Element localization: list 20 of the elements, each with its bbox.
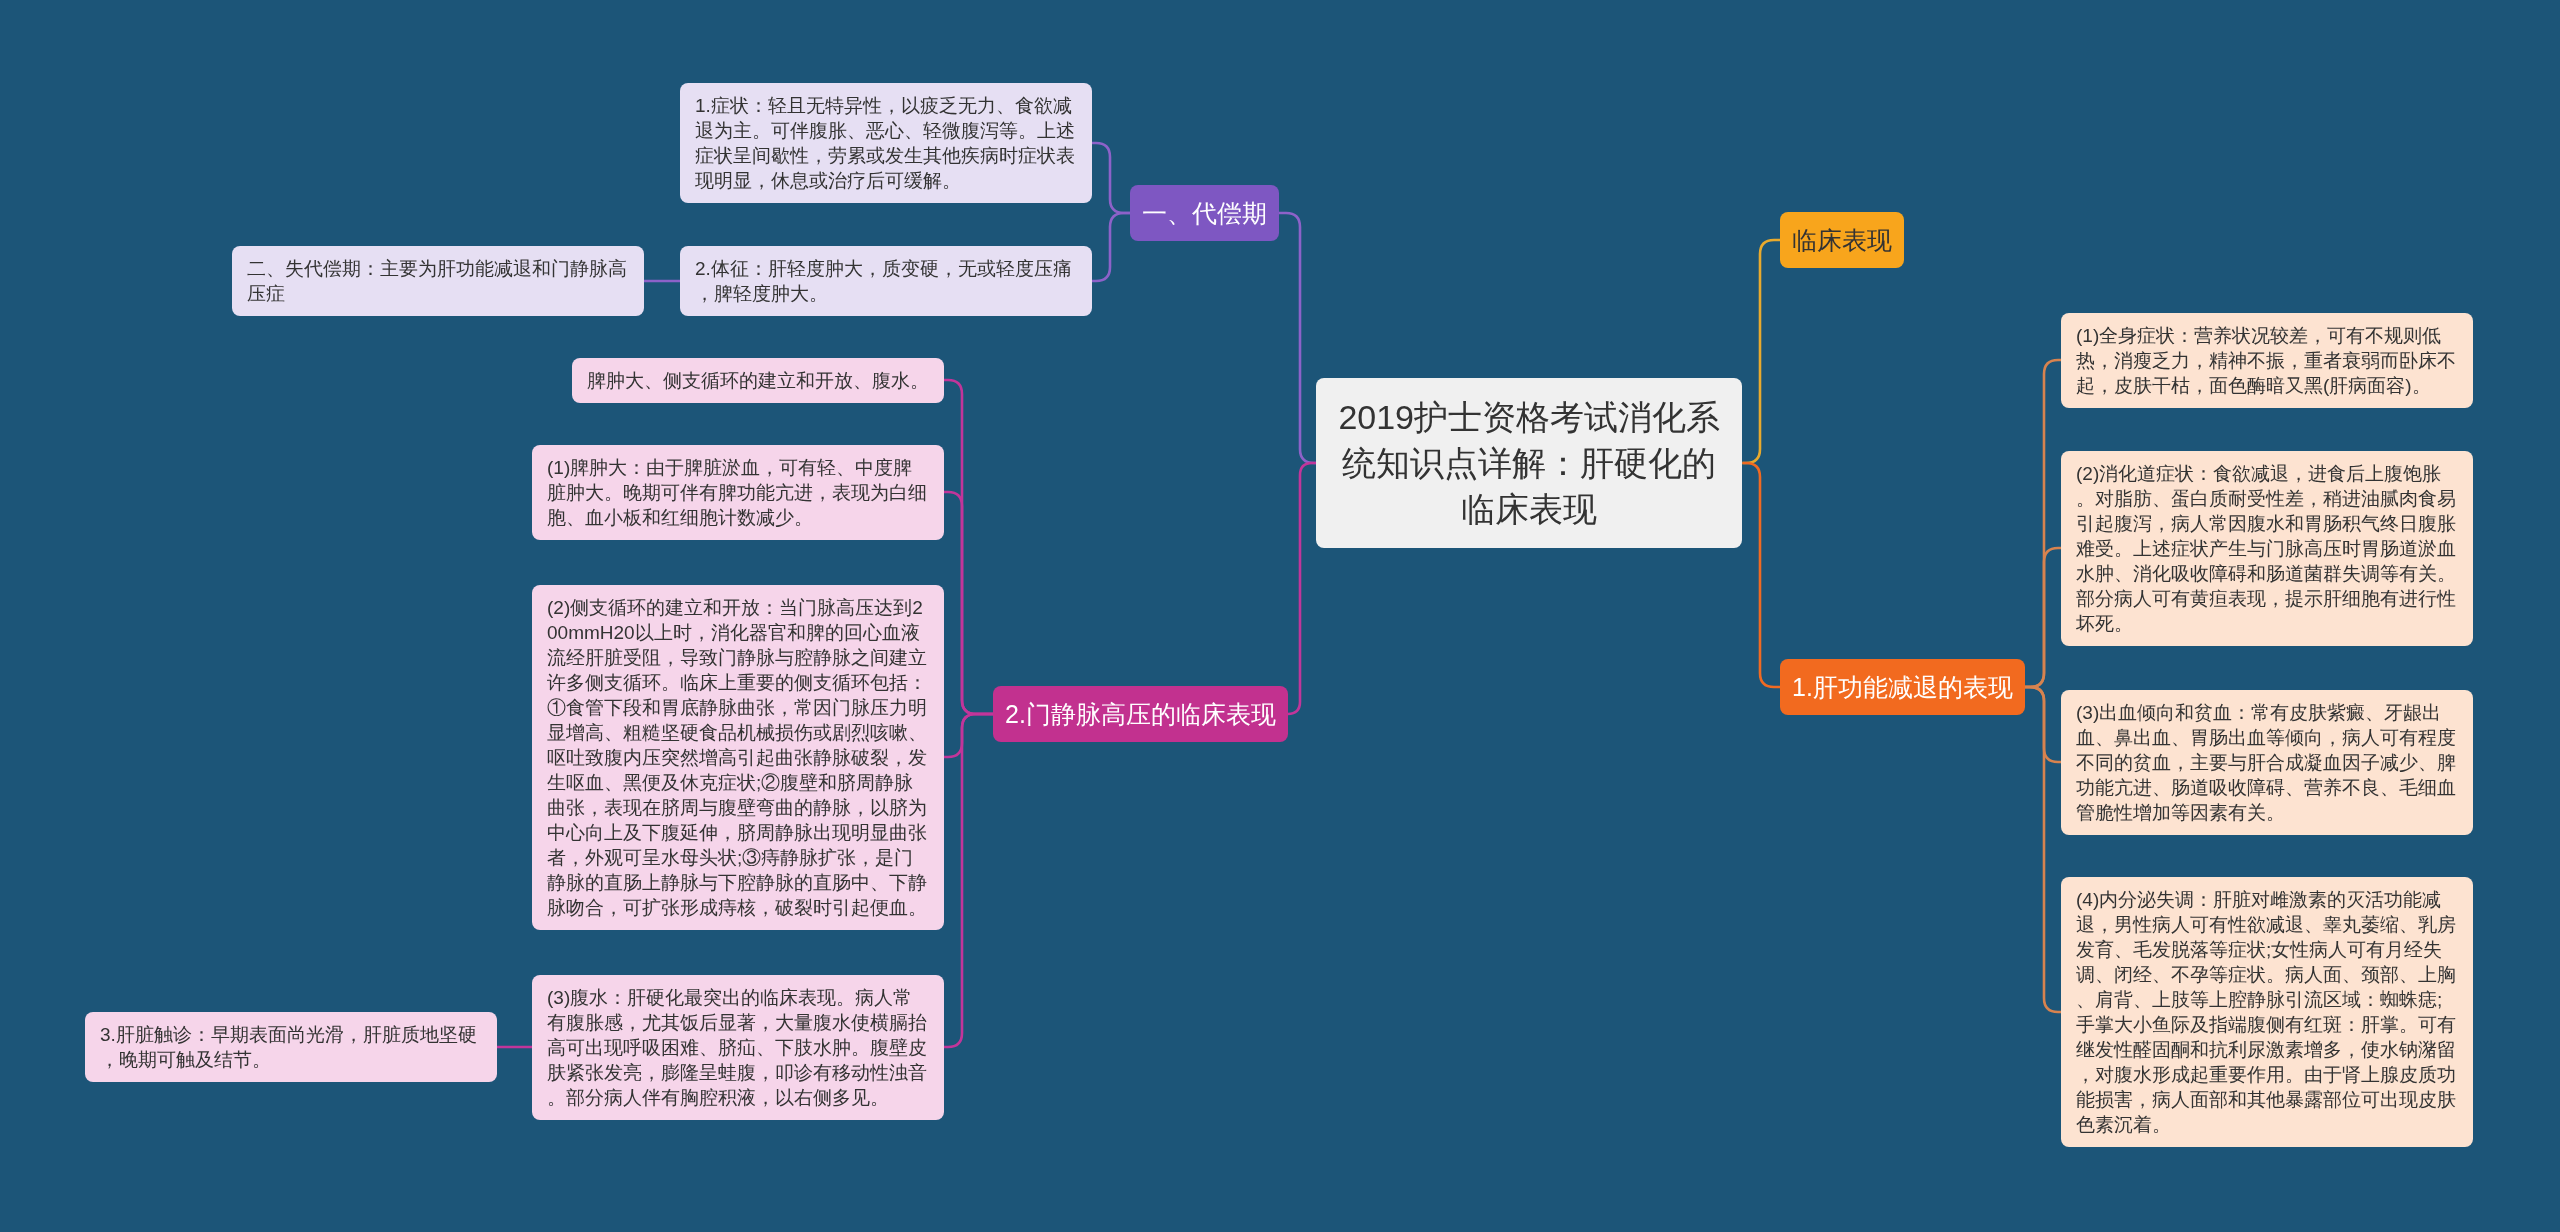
note-box: (1)全身症状：营养状况较差，可有不规则低热，消瘦乏力，精神不振，重者衰弱而卧床不起，皮肤干枯，面色酶暗又黑(肝病面容)。 [2061,312,2473,408]
note-box: (3)出血倾向和贫血：常有皮肤紫癜、牙龈出血、鼻出血、胃肠出血等倾向，病人可有程度不同的贫血，主要与肝合成凝血因子减少、脾功能亢进、肠道吸收障碍、营养不良、毛细血管脆性增加等因素有关。 [2061,689,2473,835]
connector-line [643,279,680,283]
note-box: 二、失代偿期：主要为肝功能减退和门静脉高压症 [232,246,644,316]
connector-line [1286,461,1316,716]
note-box: 2.体征：肝轻度肿大，质变硬，无或轻度压痛，脾轻度肿大。 [680,246,1092,316]
branch-topic-box: 临床表现 [1780,212,1904,268]
note-box: (1)脾肿大：由于脾脏淤血，可有轻、中度脾脏肿大。晚期可伴有脾功能亢进，表现为白细胞、血小板和红细胞计数减少。 [532,444,944,540]
note-box: (2)消化道症状：食欲减退，进食后上腹饱胀。对脂肪、蛋白质耐受性差，稍进油腻肉食易引起腹泻，病人常因腹水和胃肠积气终日腹胀难受。上述症状产生与门脉高压时胃肠道淤血水肿、消化吸收障碍和肠道菌群失调等有关。部分病人可有黄疸表现，提示肝细胞有进行性坏死。 [2061,450,2473,646]
note-box: 1.症状：轻且无特异性，以疲乏无力、食欲减退为主。可伴腹胀、恶心、轻微腹泻等。上述症状呈间歇性，劳累或发生其他疾病时症状表现明显，休息或治疗后可缓解。 [680,83,1092,203]
note-box: (2)侧支循环的建立和开放：当门脉高压达到200mmH20以上时，消化器官和脾的回心血液流经肝脏受阻，导致门静脉与腔静脉之间建立许多侧支循环。临床上重要的侧支循环包括：①食管下段和胃底静脉曲张，常因门脉压力明显增高、粗糙坚硬食品机械损伤或剧烈咳嗽、呕吐致腹内压突然增高引起曲张静脉破裂，发生呕血、黑便及休克症状;②腹壁和脐周静脉曲张，表现在脐周与腹壁弯曲的静脉，以脐为中心向上及下腹延伸，脐周静脉出现明显曲张者，外观可呈水母头状;③痔静脉扩张，是门静脉的直肠上静脉与下腔静脉的直肠中、下静脉吻合，可扩张形成痔核，破裂时引起便血。 [532,584,944,930]
branch-topic-box: 一、代偿期 [1130,185,1279,241]
branch-topic-box: 1.肝功能减退的表现 [1780,659,2025,715]
central-topic-box: 2019护士资格考试消化系统知识点详解：肝硬化的临床表现 [1316,378,1743,548]
note-box: (4)内分泌失调：肝脏对雌激素的灭活功能减退，男性病人可有性欲减退、睾丸萎缩、乳房发育、毛发脱落等症状;女性病人可有月经失调、闭经、不孕等症状。病人面、颈部、上胸、肩背、上肢等上腔静脉引流区域：蜘蛛痣;手掌大小鱼际及指端腹侧有红斑：肝掌。可有继发性醛固酮和抗利尿激素增多，使水钠潴留，对腹水形成起重要作用。由于肾上腺皮质功能损害，病人面部和其他暴露部位可出现皮肤色素沉着。 [2061,877,2473,1147]
note-box: 3.肝脏触诊：早期表面尚光滑，肝脏质地坚硬，晚期可触及结节。 [85,1012,497,1082]
connector-line [496,1045,532,1049]
note-box: 脾肿大、侧支循环的建立和开放、腹水。 [572,357,944,403]
branch-topic-box: 2.门静脉高压的临床表现 [993,686,1288,742]
note-box: (3)腹水：肝硬化最突出的临床表现。病人常有腹胀感，尤其饭后显著，大量腹水使横膈抬高可出现呼吸困难、脐疝、下肢水肿。腹壁皮肤紧张发亮，膨隆呈蛙腹，叩诊有移动性浊音。部分病人伴有胸腔积液，以右侧多见。 [532,974,944,1120]
